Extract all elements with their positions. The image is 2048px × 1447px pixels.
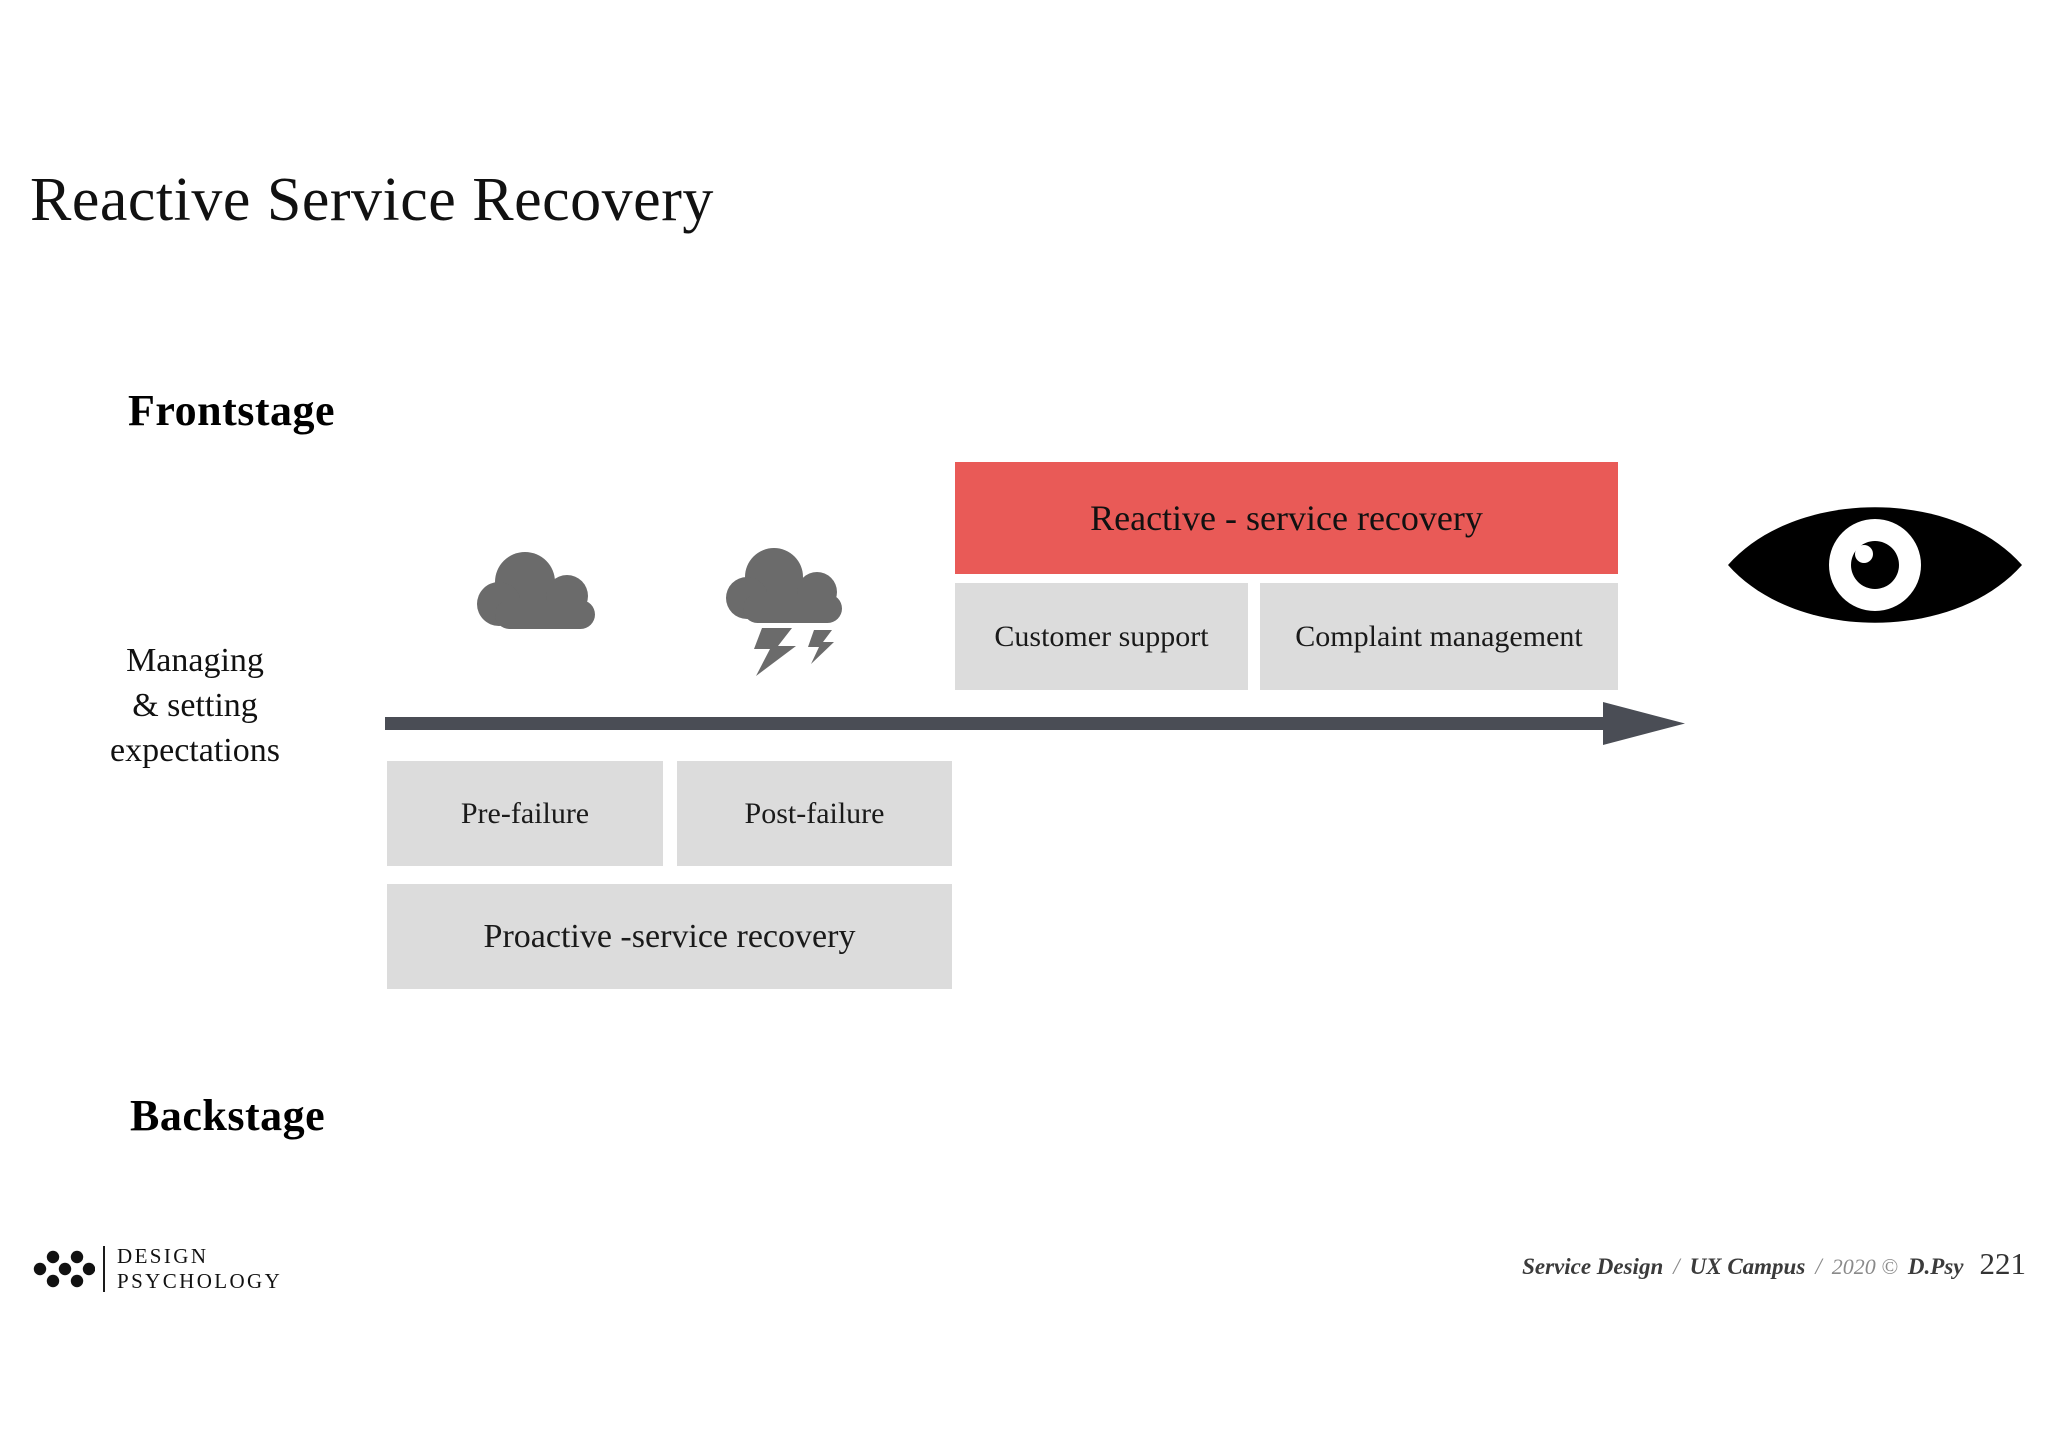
box-post-failure[interactable]: Post-failure [677, 761, 952, 866]
page-title: Reactive Service Recovery [30, 166, 714, 234]
eye-icon [1728, 507, 2022, 623]
credit-year: 2020 © [1831, 1254, 1898, 1279]
storm-cloud-icon [726, 548, 842, 676]
credit-separator-1: / [1673, 1254, 1680, 1279]
page-number: 221 [1979, 1246, 2027, 1281]
cloud-icon [477, 552, 595, 629]
axis-caption-line-3: expectations [110, 732, 280, 770]
box-reactive-service-recovery[interactable]: Reactive - service recovery [955, 462, 1618, 574]
box-complaint-management[interactable]: Complaint management [1260, 583, 1618, 690]
box-customer-support[interactable]: Customer support [955, 583, 1248, 690]
axis-caption: Managing & setting expectations [70, 638, 320, 774]
frontstage-label: Frontstage [128, 386, 336, 435]
logo-wordmark-line-2: PSYCHOLOGY [117, 1269, 283, 1293]
box-proactive-service-recovery[interactable]: Proactive -service recovery [387, 884, 952, 989]
logo-wordmark-line-1: DESIGN [117, 1244, 209, 1269]
logo-wordmark: DESIGN PSYCHOLOGY [117, 1244, 282, 1294]
box-pre-failure[interactable]: Pre-failure [387, 761, 663, 866]
backstage-label: Backstage [130, 1091, 326, 1140]
dot-grid-logo-icon [33, 1250, 95, 1288]
axis-caption-line-2: & setting [132, 687, 258, 725]
credit-separator-2: / [1815, 1254, 1822, 1279]
timeline-arrow-icon [385, 702, 1685, 745]
axis-caption-line-1: Managing [126, 642, 264, 679]
footer-credits: Service Design / UX Campus / 2020 © D.Ps… [1522, 1246, 2026, 1282]
credit-course: Service Design [1522, 1254, 1664, 1279]
credit-program: UX Campus [1689, 1254, 1806, 1279]
logo-divider [103, 1246, 105, 1292]
brand-logo: DESIGN PSYCHOLOGY [33, 1240, 280, 1298]
credit-author: D.Psy [1907, 1254, 1964, 1279]
